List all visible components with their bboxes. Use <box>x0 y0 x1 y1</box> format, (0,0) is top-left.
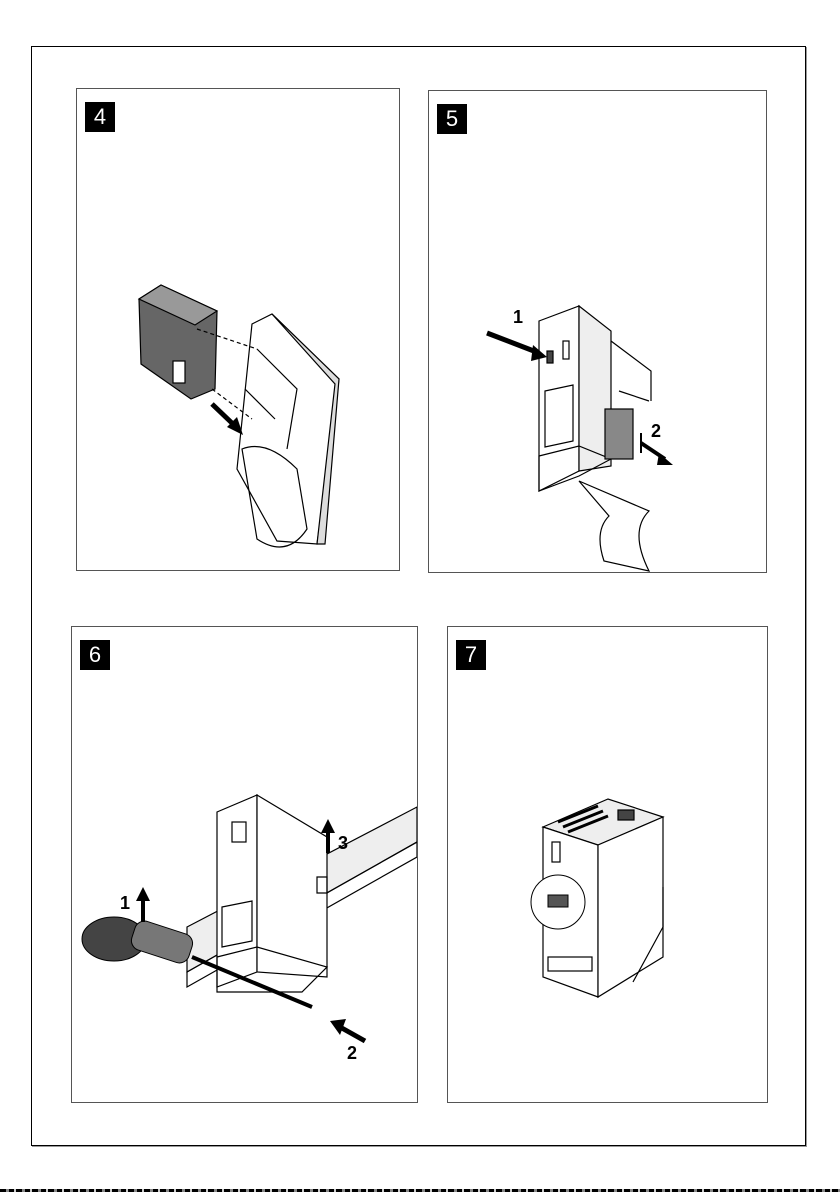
arrow-3-icon <box>321 819 335 853</box>
step-label-1: 1 <box>120 893 131 913</box>
step-7-panel: 7 <box>447 626 768 1103</box>
arrow-1-icon <box>486 330 547 361</box>
magnified-lock-icon <box>530 874 586 930</box>
fuse-cover-insertion-illustration <box>137 284 340 548</box>
arrow-2-icon <box>330 1019 367 1044</box>
step-number-badge: 6 <box>80 640 110 670</box>
step-label-2: 2 <box>347 1043 358 1063</box>
step-6-panel: 6 1 3 2 <box>71 626 418 1103</box>
step-label-1: 1 <box>513 307 524 327</box>
arrow-1-icon <box>136 887 150 922</box>
down-arrow-icon <box>210 402 243 435</box>
din-rail-removal-illustration <box>81 793 417 1044</box>
step-label-3: 3 <box>338 833 349 853</box>
page-edge <box>0 1189 840 1192</box>
step-number-badge: 4 <box>85 102 115 132</box>
fuse-unit-removal-illustration <box>486 304 673 572</box>
step-4-panel: 4 <box>76 88 400 571</box>
step-5-panel: 5 1 2 <box>428 90 767 573</box>
step-number-badge: 5 <box>437 104 467 134</box>
screwdriver-icon <box>81 916 313 1009</box>
fuse-unit-lock-illustration <box>530 798 665 999</box>
step-number-badge: 7 <box>456 640 486 670</box>
step-label-2: 2 <box>651 421 662 441</box>
arrow-2-icon <box>639 433 673 465</box>
page-frame <box>31 46 806 1146</box>
